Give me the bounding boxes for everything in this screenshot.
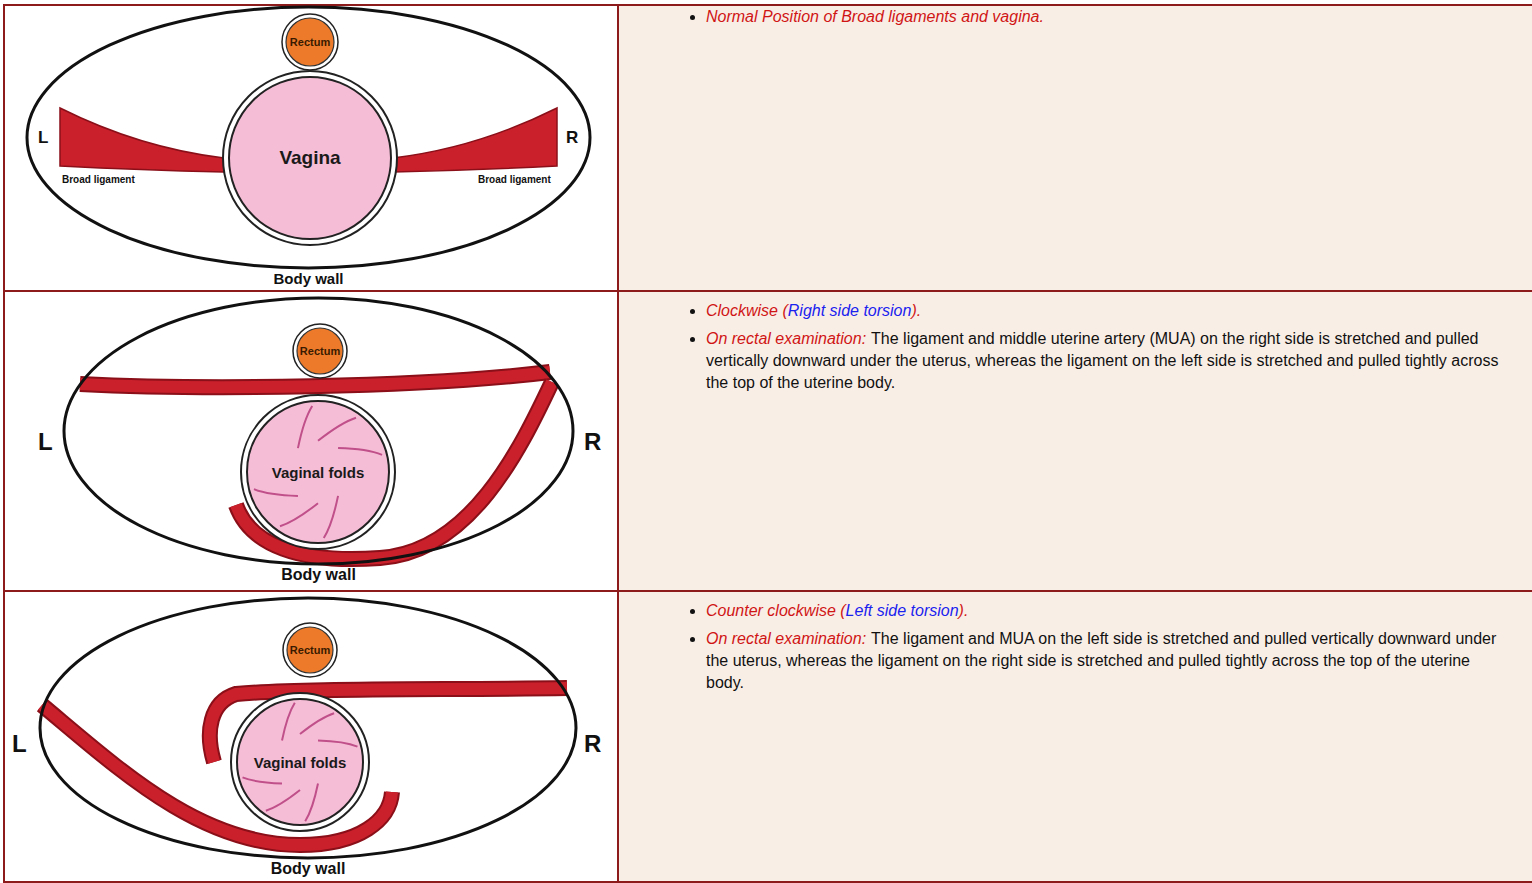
note-heading: Clockwise ( [706, 302, 788, 319]
rectum-fill [286, 18, 334, 66]
rectum-ring [282, 14, 338, 70]
vagina-label: Vagina [279, 147, 340, 169]
body-wall-label: Body wall [38, 860, 578, 878]
side-letter: L [12, 730, 27, 758]
rectum-fill [287, 627, 333, 673]
vaginal-fold-line [338, 448, 382, 455]
side-letter: R [584, 428, 601, 456]
vagina-ring [231, 693, 369, 831]
part-name: Broad ligament [62, 174, 135, 185]
side-letter: L [38, 128, 48, 148]
body-wall-line [64, 298, 573, 564]
vagina-fill [247, 401, 389, 543]
vaginal-fold-line [282, 703, 295, 741]
rectum-label: Rectum [300, 345, 340, 357]
rectum-circle: Rectum [281, 13, 339, 71]
note-heading: ). [959, 602, 969, 619]
vaginal-fold-line [254, 489, 298, 496]
vaginal-fold-line [300, 713, 334, 734]
bullet-item: Counter clockwise (Left side torsion). [706, 600, 1506, 622]
body-wall-outline: Body wall RectumVaginal folds [62, 296, 575, 586]
broad-ligament-band [236, 382, 552, 559]
vaginal-fold-line [243, 777, 282, 783]
rectum-circle: Rectum [282, 622, 338, 678]
vaginal-fold-line [266, 790, 300, 811]
vaginal-fold-line [324, 496, 338, 538]
note-lead: On rectal examination: [706, 330, 866, 347]
note-lead: On rectal examination: [706, 630, 866, 647]
vagina-ring [223, 71, 397, 245]
body-wall-label: Body wall [25, 270, 592, 288]
vagina-ring [241, 395, 395, 549]
bullet-item: Clockwise (Right side torsion). [706, 300, 1506, 322]
vaginal-fold-line [318, 418, 356, 441]
side-letter: L [38, 428, 53, 456]
vagina-fill [229, 77, 391, 239]
note-heading: ). [911, 302, 921, 319]
rectum-label: Rectum [290, 644, 330, 656]
rectum-ring [283, 623, 337, 677]
bullet-item: On rectal examination:The ligament and M… [706, 628, 1506, 694]
bullet-list: Counter clockwise (Left side torsion). On… [672, 600, 1506, 700]
vaginal-folds-label: Vaginal folds [272, 464, 365, 481]
vagina-circle: Vagina [222, 70, 398, 246]
table-cell [617, 4, 1532, 292]
bullet-list: Normal Position of Broad ligaments and v… [672, 6, 1506, 34]
vaginal-fold-line [305, 783, 318, 821]
vaginal-folds-circle: Vaginal folds [240, 394, 396, 550]
body-wall-line [27, 7, 590, 268]
body-wall-outline: Body wall RectumVagina [25, 5, 592, 290]
note-heading: Left side torsion [846, 602, 959, 619]
body-wall-outline: Body wall RectumVaginal folds [38, 596, 578, 880]
broad-ligament-band [60, 108, 224, 172]
part-name: Broad ligament [478, 174, 551, 185]
side-letter: R [584, 730, 601, 758]
broad-ligament-band [236, 382, 552, 559]
note-heading: Counter clockwise ( [706, 602, 846, 619]
note-heading: Right side torsion [788, 302, 912, 319]
vaginal-fold-line [318, 741, 357, 747]
bullet-list: Clockwise (Right side torsion). On rectal… [672, 300, 1506, 400]
body-wall-label: Body wall [62, 566, 575, 584]
broad-ligament-band [393, 108, 557, 172]
vaginal-folds-label: Vaginal folds [254, 754, 347, 771]
rectum-label: Rectum [290, 36, 330, 48]
body-wall-line [40, 598, 576, 858]
rectum-ring [293, 324, 347, 378]
rectum-circle: Rectum [292, 323, 348, 379]
bullet-item: Normal Position of Broad ligaments and v… [706, 6, 1506, 28]
vaginal-folds-circle: Vaginal folds [230, 692, 370, 832]
vaginal-fold-line [298, 406, 312, 448]
note-heading: Normal Position of Broad ligaments and v… [706, 8, 1044, 25]
side-letter: R [566, 128, 578, 148]
bullet-item: On rectal examination:The ligament and m… [706, 328, 1506, 394]
vaginal-fold-line [280, 503, 318, 526]
vagina-fill [237, 699, 363, 825]
rectum-fill [297, 328, 343, 374]
